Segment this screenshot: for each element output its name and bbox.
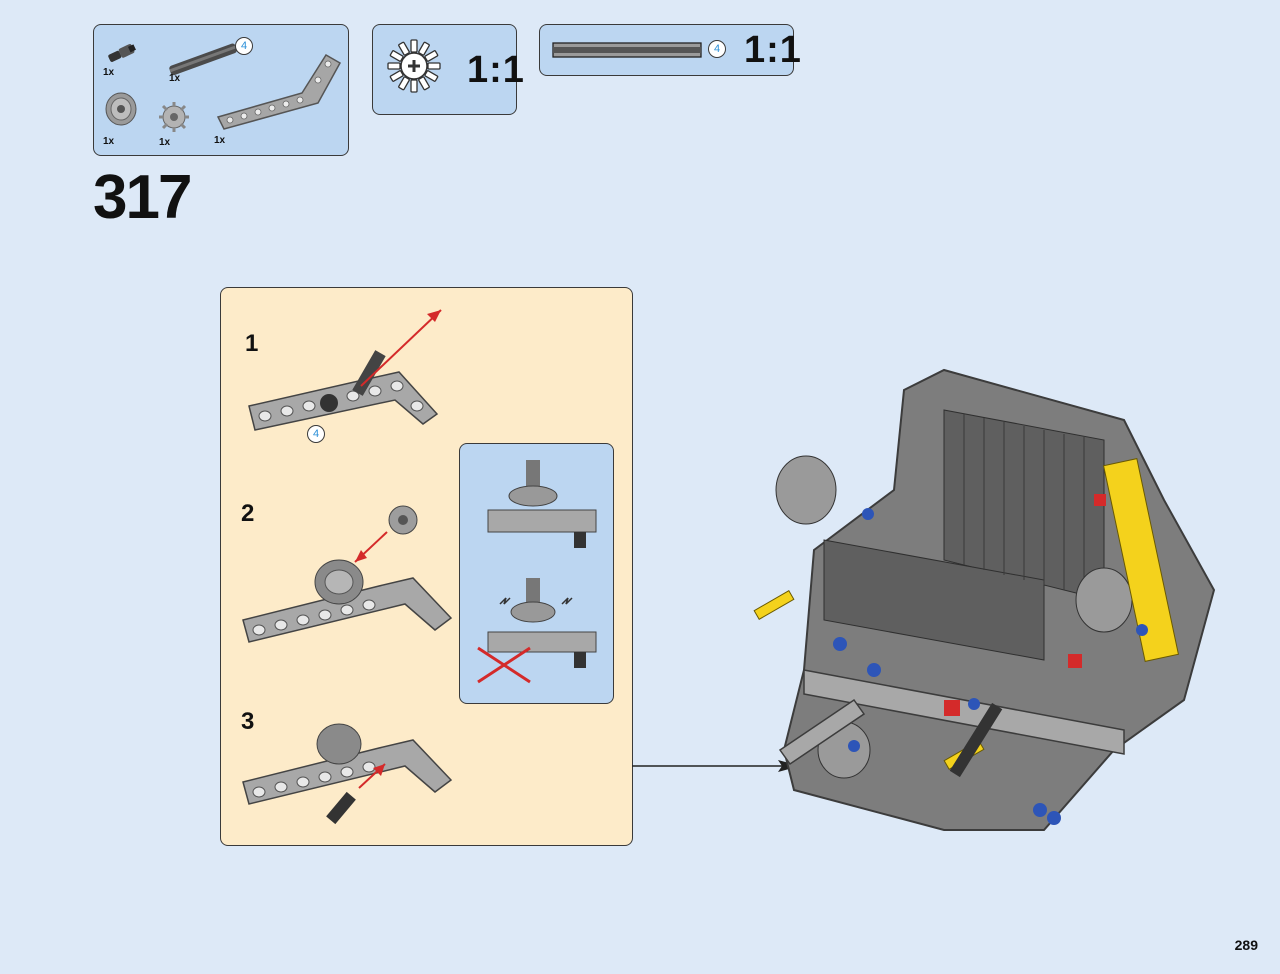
axle-icon <box>169 43 237 76</box>
main-assembly-illustration <box>753 368 1216 831</box>
scale-callout-axle: 4 1:1 <box>539 24 801 76</box>
scale-label: 1:1 <box>744 29 802 71</box>
axle-icon <box>552 42 702 58</box>
axle-length-badge: 4 <box>307 425 325 443</box>
page-number: 289 <box>1234 937 1258 953</box>
scale-label: 1:1 <box>467 49 525 91</box>
step-number: 317 <box>93 163 192 232</box>
pulley-qty: 1x <box>103 136 115 147</box>
substep-number: 3 <box>241 708 255 735</box>
gear-qty: 1x <box>159 137 171 148</box>
beam-with-pin-illustration <box>242 723 453 825</box>
axle-length-badge: 4 <box>235 37 253 55</box>
gear-icon <box>159 102 189 132</box>
substep-number: 1 <box>245 330 259 357</box>
parts-list-callout: 1x 4 1x 1x 1x 1x <box>93 24 349 156</box>
bent-beam-illustration <box>248 309 442 431</box>
pulley-icon <box>105 92 137 126</box>
bent-beam-qty: 1x <box>214 135 226 146</box>
beam-with-gear-illustration <box>242 505 453 643</box>
pin-icon <box>108 44 136 62</box>
scale-callout-gear: 1:1 <box>372 24 524 115</box>
pin-qty: 1x <box>103 67 115 78</box>
substep-number: 2 <box>241 500 255 527</box>
axle-qty: 1x <box>169 73 181 84</box>
wrong-orientation-icon <box>477 578 597 684</box>
substep-panel: 1 2 3 4 <box>220 287 633 846</box>
bent-beam-icon <box>216 53 342 130</box>
axle-length-badge: 4 <box>708 40 726 58</box>
correct-orientation-icon <box>487 460 597 548</box>
gear-icon <box>387 39 441 93</box>
orientation-warning-inset <box>459 443 614 704</box>
